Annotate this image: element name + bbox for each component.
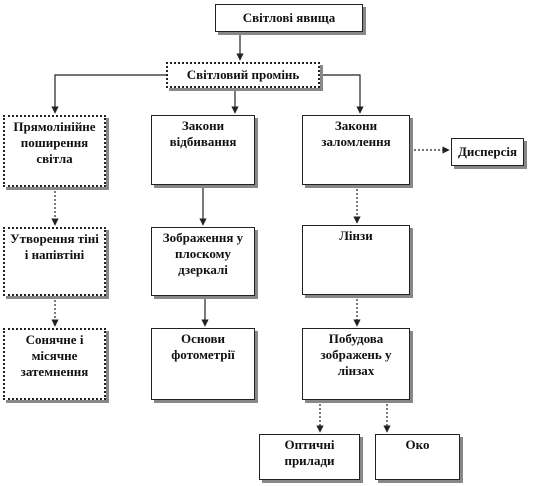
node-rectilinear-propagation-label: Прямолінійне поширення світла [13, 119, 96, 166]
node-lens-imaging: Побудова зображень у лінзах [302, 328, 410, 400]
node-optical-instruments: Оптичні прилади [259, 434, 360, 480]
node-light-ray-label: Світловий промінь [186, 67, 300, 82]
node-reflection-laws-label: Закони відбивання [169, 118, 237, 149]
node-refraction-laws-label: Закони заломлення [321, 118, 391, 149]
node-eye: Око [375, 434, 460, 480]
node-eclipses: Сонячне і місячне затемнення [3, 328, 106, 400]
node-refraction-laws: Закони заломлення [302, 115, 410, 185]
node-light-phenomena-label: Світлові явища [242, 10, 336, 25]
node-photometry: Основи фотометрії [151, 328, 255, 400]
node-lenses-label: Лінзи [339, 228, 373, 243]
node-dispersion-label: Дисперсія [457, 144, 518, 159]
edge-ray-to-refraction [320, 74, 364, 114]
node-light-phenomena: Світлові явища [215, 4, 363, 32]
node-eye-label: Око [405, 437, 430, 452]
node-dispersion: Дисперсія [451, 138, 524, 166]
node-lens-imaging-label: Побудова зображень у лінзах [320, 331, 392, 378]
edge-ray-to-propagation [51, 74, 166, 114]
node-reflection-laws: Закони відбивання [151, 115, 255, 185]
node-light-ray: Світловий промінь [166, 62, 320, 88]
node-plane-mirror-image-label: Зображення у плоскому дзеркалі [162, 230, 244, 277]
node-shadow-formation-label: Утворення тіні і напівтіні [10, 231, 99, 262]
node-shadow-formation: Утворення тіні і напівтіні [3, 227, 106, 296]
node-photometry-label: Основи фотометрії [171, 331, 235, 362]
node-optical-instruments-label: Оптичні прилади [284, 437, 335, 468]
node-plane-mirror-image: Зображення у плоскому дзеркалі [151, 227, 255, 296]
node-rectilinear-propagation: Прямолінійне поширення світла [3, 115, 106, 187]
node-eclipses-label: Сонячне і місячне затемнення [20, 332, 89, 379]
node-lenses: Лінзи [302, 225, 410, 295]
